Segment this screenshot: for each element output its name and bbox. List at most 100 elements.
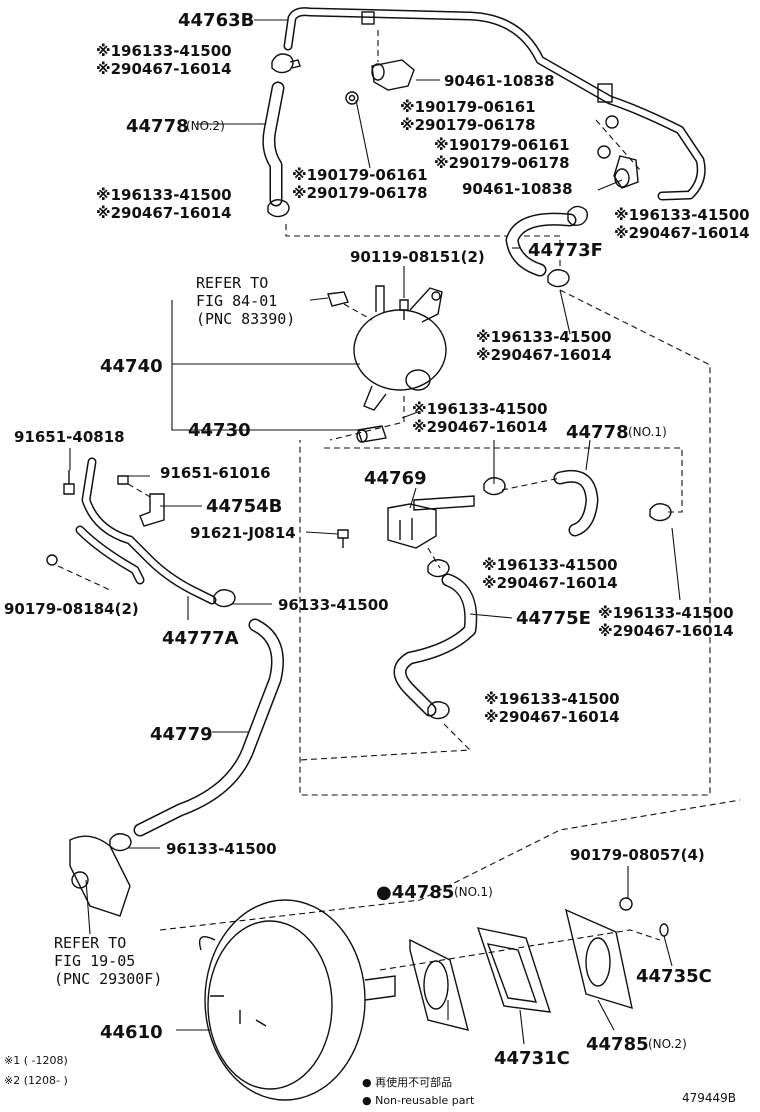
label-refer2-b: FIG 19-05 <box>54 952 135 970</box>
label-44775e: 44775E <box>516 608 591 629</box>
label-clamp-c1: ※196133-41500 <box>614 206 750 224</box>
label-44779: 44779 <box>150 724 213 745</box>
label-clamp-c2: ※290467-16014 <box>614 224 750 242</box>
label-91651-61016: 91651-61016 <box>160 464 271 482</box>
label-90179-08057: 90179-08057(4) <box>570 846 705 864</box>
screw-91621 <box>337 529 349 548</box>
leader-lines <box>69 19 681 1045</box>
label-44778-no1: 44778 <box>566 422 629 443</box>
label-44763b: 44763B <box>178 10 254 31</box>
label-clamp-d1: ※196133-41500 <box>476 328 612 346</box>
label-91621: 91621-J0814 <box>190 524 296 542</box>
label-clamp-a1: ※196133-41500 <box>96 42 232 60</box>
label-refer1-a: REFER TO <box>196 274 268 292</box>
bolt-91651-61016 <box>117 475 129 485</box>
clamp-44775e-top <box>427 559 450 578</box>
label-90179-c1: ※190179-06161 <box>434 136 570 154</box>
label-clamp-b1: ※196133-41500 <box>96 186 232 204</box>
label-44778-no2: 44778 <box>126 116 189 137</box>
hose-44778-no1 <box>553 469 599 537</box>
brake-booster-44610 <box>198 899 396 1101</box>
bolt-91651-40818 <box>63 470 75 495</box>
label-clamp-e2: ※290467-16014 <box>412 418 548 436</box>
clamp-44773f-top <box>567 205 589 227</box>
label-90179-a2: ※290179-06178 <box>400 116 536 134</box>
label-clamp-e1: ※196133-41500 <box>412 400 548 418</box>
hose-44779 <box>133 618 284 837</box>
label-44740: 44740 <box>100 356 163 377</box>
bolt-90119 <box>399 299 409 320</box>
label-44785-no2-note: (NO.2) <box>648 1037 687 1051</box>
label-44785-no2: 44785 <box>586 1034 649 1055</box>
label-90179-a1: ※190179-06161 <box>400 98 536 116</box>
bracket-90461-top <box>371 59 415 91</box>
label-clamp-a2: ※290467-16014 <box>96 60 232 78</box>
fitting-83390 <box>327 291 349 307</box>
hose-44778-no2 <box>262 81 285 207</box>
hose-44775e <box>393 573 478 717</box>
gasket-44785-no1 <box>409 938 469 1031</box>
label-refer1-c: (PNC 83390) <box>196 310 295 328</box>
check-valve-44769 <box>387 495 475 549</box>
label-44754b: 44754B <box>206 496 282 517</box>
hose-44763b <box>283 7 706 201</box>
label-refer1-b: FIG 84-01 <box>196 292 277 310</box>
label-clamp-f1: ※196133-41500 <box>482 556 618 574</box>
label-44777a: 44777A <box>162 628 239 649</box>
label-90119: 90119-08151(2) <box>350 248 485 266</box>
legend-english: ● Non-reusable part <box>362 1094 475 1107</box>
clamp-44778-bottom <box>267 199 290 218</box>
footnote-1: ※1 ( -1208) <box>4 1054 68 1067</box>
label-44785-no1: ●44785 <box>376 882 454 903</box>
label-44769: 44769 <box>364 468 427 489</box>
nut-90179-08057 <box>619 897 633 911</box>
label-44785-no1-note: (NO.1) <box>454 885 493 899</box>
label-44731c: 44731C <box>494 1048 570 1069</box>
label-clamp-h2: ※290467-16014 <box>484 708 620 726</box>
bracket-90461-mid <box>613 155 639 189</box>
label-clamp-d2: ※290467-16014 <box>476 346 612 364</box>
nut-90179-right-1 <box>605 115 619 129</box>
label-refer2-c: (PNC 29300F) <box>54 970 162 988</box>
label-44778-no2-note: (NO.2) <box>186 119 225 133</box>
bracket-44754b <box>139 493 165 527</box>
label-90179-b1: ※190179-06161 <box>292 166 428 184</box>
text-labels: 44763B ※196133-41500 ※290467-16014 90461… <box>4 10 750 1107</box>
fitting-44730 <box>356 425 387 443</box>
clamp-96133-bottom <box>109 833 132 852</box>
label-44735c: 44735C <box>636 966 712 987</box>
label-96133-a: 96133-41500 <box>278 596 389 614</box>
label-90179-08184: 90179-08184(2) <box>4 600 139 618</box>
engine-fitting-29300f <box>69 835 131 917</box>
nut-90179-08184 <box>46 554 58 566</box>
clamp-44775e-bottom <box>427 701 450 720</box>
footnote-2: ※2 (1208- ) <box>4 1074 68 1087</box>
clamp-96133-left <box>213 589 236 608</box>
legend-japanese: ● 再使用不可部品 <box>362 1075 452 1089</box>
clamp-44778-no1-left <box>483 477 506 496</box>
label-91651-40818: 91651-40818 <box>14 428 125 446</box>
label-44610: 44610 <box>100 1022 163 1043</box>
label-clamp-h1: ※196133-41500 <box>484 690 620 708</box>
figure-id: 479449B <box>682 1091 736 1105</box>
label-clamp-b2: ※290467-16014 <box>96 204 232 222</box>
label-clamp-g1: ※196133-41500 <box>598 604 734 622</box>
label-44730: 44730 <box>188 420 251 441</box>
nut-90179-top <box>345 91 359 105</box>
label-90179-c2: ※290179-06178 <box>434 154 570 172</box>
nut-90179-right-2 <box>597 145 611 159</box>
spacer-44731c <box>476 927 552 1013</box>
clamp-top-left <box>271 53 301 74</box>
clamp-44778-no1-right <box>649 503 672 522</box>
label-90461-mid: 90461-10838 <box>462 180 573 198</box>
label-refer2-a: REFER TO <box>54 934 126 952</box>
label-90179-b2: ※290179-06178 <box>292 184 428 202</box>
pipe-44777a <box>75 457 217 605</box>
gasket-44785-no2 <box>564 908 633 1010</box>
label-clamp-g2: ※290467-16014 <box>598 622 734 640</box>
label-clamp-f2: ※290467-16014 <box>482 574 618 592</box>
label-96133-b: 96133-41500 <box>166 840 277 858</box>
pin-44735c <box>659 923 669 937</box>
label-44773f: 44773F <box>528 240 603 261</box>
